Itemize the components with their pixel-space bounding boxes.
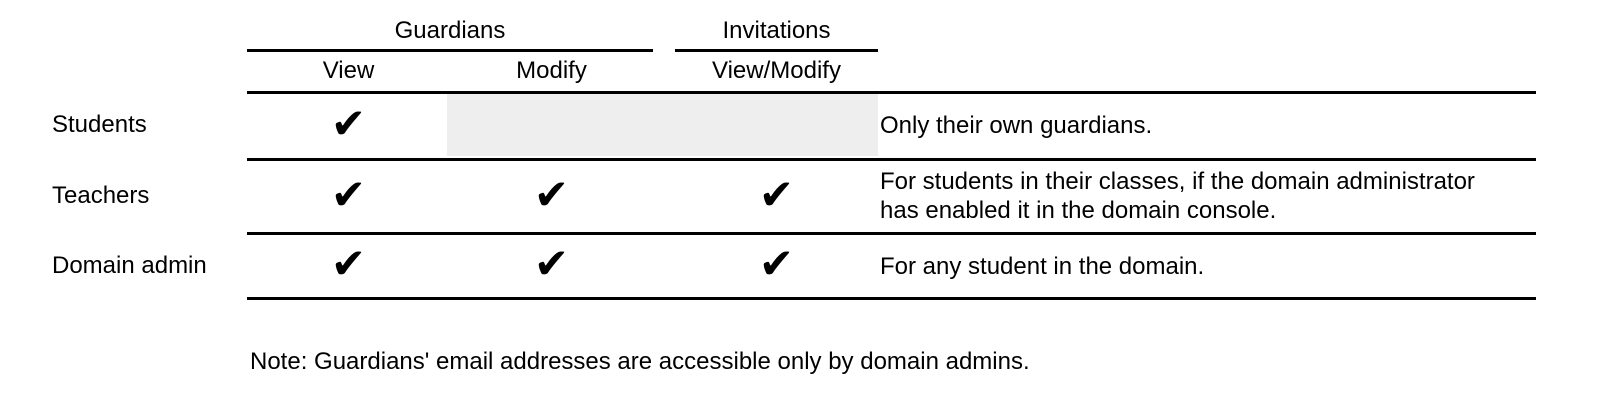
column-header-modify: Modify — [516, 57, 587, 84]
check-mark-icon: ✔ — [758, 170, 795, 219]
column-group-header-invitations: Invitations — [722, 17, 831, 44]
check-mark-icon: ✔ — [533, 239, 570, 288]
row-rule-domain-admin — [247, 297, 1536, 300]
row-label-teachers: Teachers — [52, 182, 150, 209]
row-rule-teachers — [247, 232, 1536, 235]
row-note-teachers: For students in their classes, if the do… — [880, 168, 1475, 224]
row-rule-students — [247, 158, 1536, 161]
row-label-domain-admin: Domain admin — [52, 252, 207, 279]
footnote: Note: Guardians' email addresses are acc… — [250, 348, 1030, 375]
check-mark-icon: ✔ — [758, 239, 795, 288]
column-header-view: View — [322, 57, 375, 84]
guardians-underline — [247, 49, 653, 52]
column-header-view-modify: View/Modify — [712, 57, 841, 84]
check-mark-icon: ✔ — [330, 170, 367, 219]
invitations-underline — [675, 49, 878, 52]
header-rule — [247, 91, 1536, 94]
row-note-students: Only their own guardians. — [880, 112, 1153, 139]
na-shaded-region — [447, 94, 878, 156]
row-note-domain-admin: For any student in the domain. — [880, 253, 1205, 280]
check-mark-icon: ✔ — [330, 239, 367, 288]
column-group-header-guardians: Guardians — [394, 17, 506, 44]
check-mark-icon: ✔ — [330, 99, 367, 148]
row-label-students: Students — [52, 111, 147, 138]
check-mark-icon: ✔ — [533, 170, 570, 219]
